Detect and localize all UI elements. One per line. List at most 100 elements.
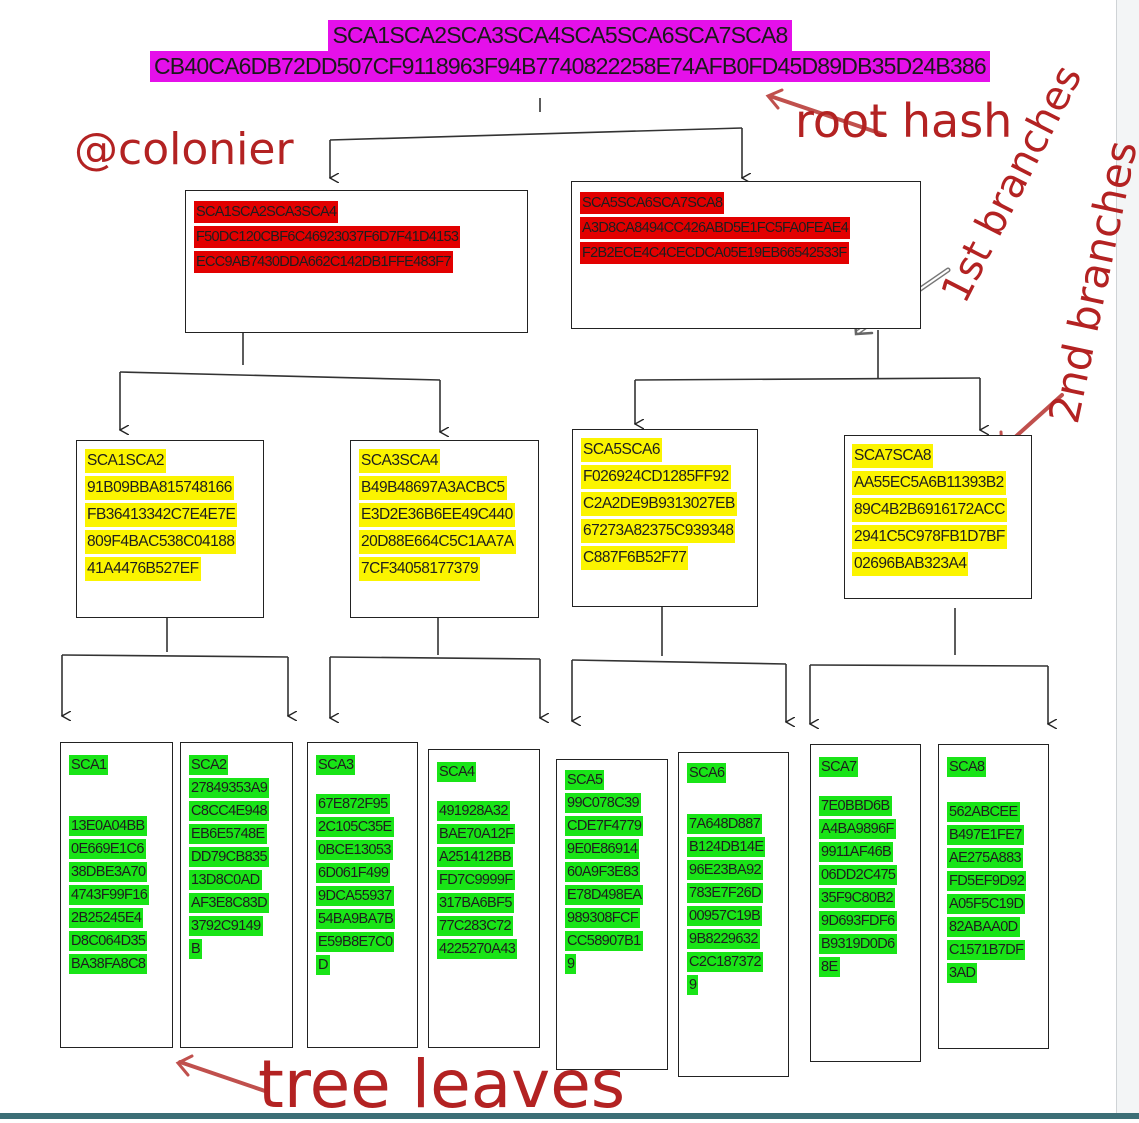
leaf-node-sca5: SCA5 99C078C39 CDE7F4779 9E0E86914 60A9F… [556, 759, 668, 1070]
hash-line: AA55EC5A6B11393B2 [852, 471, 1006, 495]
node-label: SCA5SCA6SCA7SCA8 [580, 192, 725, 214]
watermark-text: @colonier [74, 124, 294, 175]
leaf-label: SCA3 [316, 755, 356, 775]
hash-line: B124DB14E [687, 837, 766, 857]
hash-line: 89C4B2B6916172ACC [852, 498, 1007, 522]
hash-line: 9 [687, 975, 699, 995]
hash-line: 7CF34058177379 [359, 557, 481, 581]
hash-line: 38DBE3A70 [69, 862, 148, 882]
leaf-node-sca4: SCA4 491928A32 BAE70A12F A251412BB FD7C9… [428, 749, 540, 1048]
hash-line: 41A4476B527EF [85, 557, 201, 581]
level1-node-right: SCA5SCA6SCA7SCA8 A3D8CA8494CC426ABD5E1FC… [571, 181, 921, 329]
hash-line: 4743F99F16 [69, 885, 150, 905]
hash-line: 562ABCEE [947, 802, 1020, 822]
root-label: SCA1SCA2SCA3SCA4SCA5SCA6SCA7SCA8 [328, 20, 792, 51]
hash-line: BAE70A12F [437, 824, 516, 844]
hash-line: 4225270A43 [437, 939, 518, 959]
root-node: SCA1SCA2SCA3SCA4SCA5SCA6SCA7SCA8 CB40CA6… [150, 20, 990, 82]
leaf-node-sca8: SCA8 562ABCEE B497E1FE7 AE275A883 FD5EF9… [938, 744, 1049, 1049]
leaf-node-sca3: SCA3 67E872F95 2C105C35E 0BCE13053 6D061… [307, 742, 418, 1048]
hash-line: 77C283C72 [437, 916, 513, 936]
window-right-edge [1116, 0, 1139, 1119]
level2-node-sca1sca2: SCA1SCA2 91B09BBA815748166 FB36413342C7E… [76, 440, 264, 618]
connector-sca7sca8-split [809, 664, 1049, 667]
hash-line: 9E0E86914 [565, 839, 640, 859]
hash-line: D [316, 955, 330, 975]
pointer-root-hash-head [765, 88, 784, 110]
hash-line: 20D88E664C5C1AA7A [359, 530, 516, 554]
hash-line: 2941C5C978FB1D7BF [852, 525, 1007, 549]
node-label: SCA7SCA8 [852, 444, 933, 468]
connector-root-split [329, 127, 743, 141]
hash-line: 9 [565, 954, 577, 974]
connector-level1-right-split [634, 377, 981, 381]
hash-line: F026924CD1285FF92 [581, 465, 731, 489]
hash-line: 96E23BA92 [687, 860, 763, 880]
hash-line: A251412BB [437, 847, 513, 867]
leaf-label: SCA1 [69, 755, 109, 775]
leaf-label: SCA7 [819, 757, 859, 777]
hash-line: 6D061F499 [316, 863, 391, 883]
hash-line: 783E7F26D [687, 883, 763, 903]
hash-line: F50DC120CBF6C46923037F6D7F41D4153 [194, 226, 461, 248]
hash-line: 9B8229632 [687, 929, 760, 949]
leaf-label: SCA2 [189, 755, 229, 775]
hash-line: F2B2ECE4C4CECDCA05E19EB66542533F [580, 242, 849, 264]
hash-line: E3D2E36B6EE49C440 [359, 503, 515, 527]
hash-line: 99C078C39 [565, 793, 641, 813]
hash-line: 82ABAA0D [947, 917, 1020, 937]
hash-line: B49B48697A3ACBC5 [359, 476, 507, 500]
hash-line: 491928A32 [437, 801, 510, 821]
node-label: SCA5SCA6 [581, 438, 662, 462]
hash-line: 989308FCF [565, 908, 641, 928]
hash-line: CDE7F4779 [565, 816, 644, 836]
hash-line: EB6E5748E [189, 824, 267, 844]
level2-node-sca3sca4: SCA3SCA4 B49B48697A3ACBC5 E3D2E36B6EE49C… [350, 440, 539, 618]
hash-line: 9911AF46B [819, 842, 894, 862]
hash-line: 35F9C80B2 [819, 888, 895, 908]
hash-line: 60A9F3E83 [565, 862, 641, 882]
leaf-node-sca6: SCA6 7A648D887 B124DB14E 96E23BA92 783E7… [678, 752, 789, 1077]
hash-line: BA38FA8C8 [69, 954, 148, 974]
hash-line: 317BA6BF5 [437, 893, 514, 913]
hash-line: 27849353A9 [189, 778, 270, 798]
hash-line: A3D8CA8494CC426ABD5E1FC5FA0FEAE4 [580, 217, 851, 239]
hash-line: FD5EF9D92 [947, 871, 1027, 891]
hash-line: B9319D0D6 [819, 934, 897, 954]
hash-line: C887F6B52F77 [581, 546, 689, 570]
hash-line: 0BCE13053 [316, 840, 393, 860]
hash-line: E78D498EA [565, 885, 644, 905]
leaf-label: SCA6 [687, 763, 727, 783]
hash-line: D8C064D35 [69, 931, 148, 951]
hash-line: 02696BAB323A4 [852, 552, 969, 576]
connector-sca1sca2-split [61, 654, 289, 658]
hash-line: 2B25245E4 [69, 908, 144, 928]
hash-line: 809F4BAC538C04188 [85, 530, 237, 554]
leaf-node-sca1: SCA1 13E0A04BB 0E669E1C6 38DBE3A70 4743F… [60, 742, 173, 1048]
level2-node-sca5sca6: SCA5SCA6 F026924CD1285FF92 C2A2DE9B93130… [572, 429, 758, 607]
hash-line: CC58907B1 [565, 931, 643, 951]
leaf-label: SCA5 [565, 770, 605, 790]
hash-line: ECC9AB7430DDA662C142DB1FFE483F7 [194, 251, 453, 273]
hash-line: 3792C9149 [189, 916, 263, 936]
hash-line: 06DD2C475 [819, 865, 898, 885]
hash-line: 2C105C35E [316, 817, 394, 837]
hash-line: FD7C9999F [437, 870, 515, 890]
root-hash: CB40CA6DB72DD507CF9118963F94B7740822258E… [150, 51, 990, 82]
hash-line: 00957C19B [687, 906, 763, 926]
hash-line: 8E [819, 957, 840, 977]
leaf-label: SCA4 [437, 762, 477, 782]
hash-line: 67273A82375C939348 [581, 519, 736, 543]
hash-line: AF3E8C83D [189, 893, 269, 913]
connector-sca5sca6-split [571, 659, 787, 665]
hash-line: 13E0A04BB [69, 816, 147, 836]
node-label: SCA1SCA2 [85, 449, 166, 473]
node-label: SCA3SCA4 [359, 449, 440, 473]
hash-line: 3AD [947, 963, 978, 983]
hash-line: 9D693FDF6 [819, 911, 897, 931]
hash-line: 9DCA55937 [316, 886, 394, 906]
level1-node-left: SCA1SCA2SCA3SCA4 F50DC120CBF6C46923037F6… [185, 190, 528, 333]
hash-line: 0E669E1C6 [69, 839, 146, 859]
hash-line: DD79CB835 [189, 847, 270, 867]
